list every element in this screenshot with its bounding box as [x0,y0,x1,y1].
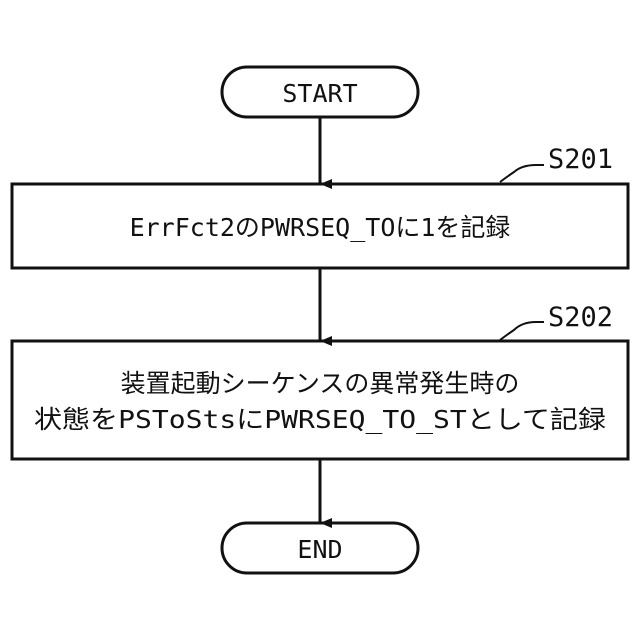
s202-leader-line [500,322,544,340]
process-text-s201: ErrFct2のPWRSEQ_TOに1を記録 [130,213,511,242]
process-box-s202: 装置起動シーケンスの異常発生時の 状態をPSToStsにPWRSEQ_TO_ST… [12,341,628,459]
step-id-s201: S201 [548,144,613,175]
step-id-s202: S202 [548,302,613,333]
process-box-s202-shape [12,341,628,459]
process-text-s202-line2: 状態をPSToStsにPWRSEQ_TO_STとして記録 [34,405,606,434]
end-terminator: END [222,523,418,573]
end-label: END [297,535,342,564]
process-box-s201: ErrFct2のPWRSEQ_TOに1を記録 [12,184,628,268]
s201-leader-line [500,165,544,182]
start-terminator: START [222,67,418,117]
start-label: START [282,79,357,108]
process-text-s202-line1: 装置起動シーケンスの異常発生時の [121,369,520,398]
